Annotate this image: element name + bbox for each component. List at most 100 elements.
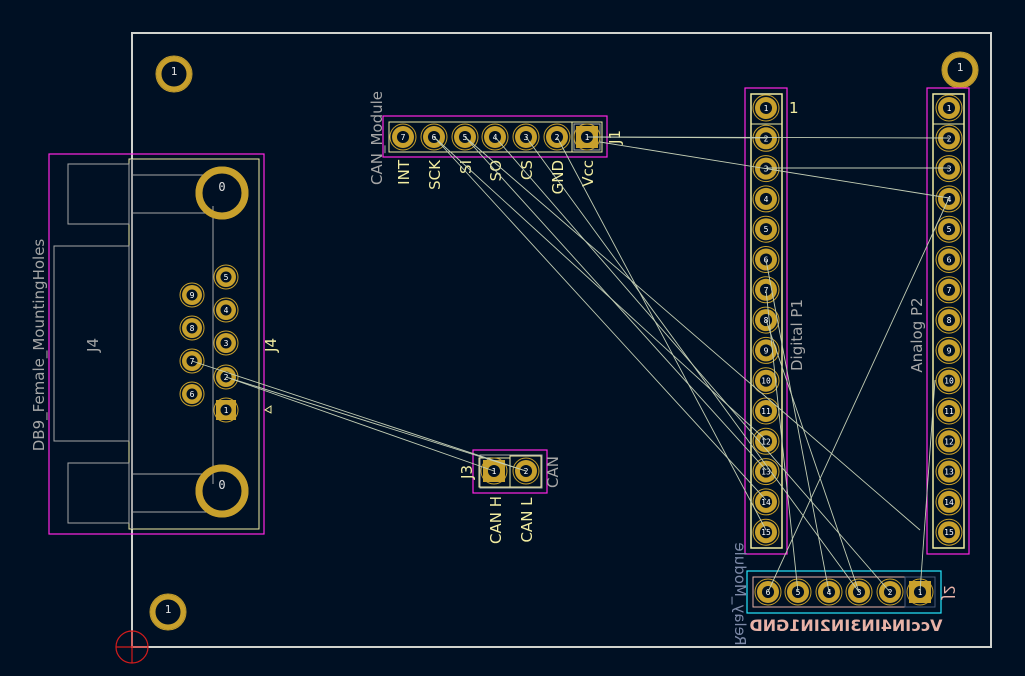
j4-pad-4-clearance <box>213 297 239 323</box>
j3-pad-1-clearance <box>480 457 508 485</box>
p1-pad-13[interactable]: 13 <box>752 458 780 486</box>
j4-pad-8-clearance <box>179 315 205 341</box>
p1-first-pin-label: 1 <box>789 99 799 117</box>
j3-silk-pin2 <box>509 455 542 488</box>
j4-pad-8-drill <box>186 322 198 334</box>
p2-pad-3-drill <box>942 162 956 175</box>
p1-pad-15[interactable]: 15 <box>752 518 780 546</box>
j2-value-label: Relay_Module <box>730 542 749 645</box>
j3-reference: J3 <box>458 465 476 480</box>
p2-pad-3-number: 3 <box>947 165 952 174</box>
j4-pad-6-number: 6 <box>190 390 195 399</box>
j1-pad-7[interactable]: 7 <box>389 123 417 151</box>
j4-pad-3[interactable]: 3 <box>213 330 239 356</box>
p1-pad-1-clearance <box>752 94 780 122</box>
j4-pad-8[interactable]: 8 <box>179 315 205 341</box>
ratsnest-line <box>599 141 950 199</box>
p2-pad-12[interactable]: 12 <box>935 427 963 455</box>
p2-pad-6-drill <box>942 253 956 266</box>
p2-courtyard <box>926 87 970 555</box>
j4-pad-5-clearance <box>213 264 239 290</box>
j2-pin1-fab <box>904 576 936 608</box>
p2-pad-5[interactable]: 5 <box>935 215 963 243</box>
p2-pad-11-number: 11 <box>944 407 954 416</box>
p1-pad-7[interactable]: 7 <box>752 276 780 304</box>
j4-shield-pad-1[interactable]: 0 <box>195 166 249 220</box>
j4-pin1-marker <box>264 405 272 414</box>
p2-pad-6[interactable]: 6 <box>935 246 963 273</box>
p2-pad-13[interactable]: 13 <box>935 458 963 486</box>
j4-pad-9-drill <box>186 289 198 301</box>
j2-reference: J2 <box>940 585 958 600</box>
p1-pad-1[interactable]: 1 <box>752 94 780 122</box>
j1-pin-label-sck: SCK <box>426 159 444 190</box>
mh-top-left: 1 <box>155 55 193 93</box>
j4-pad-5[interactable]: 5 <box>213 264 239 290</box>
p1-pad-12[interactable]: 12 <box>752 427 780 455</box>
p2-pad-12-drill <box>942 435 956 448</box>
p1-pad-5[interactable]: 5 <box>752 215 780 243</box>
p1-pad-14[interactable]: 14 <box>752 488 780 516</box>
p2-pad-11-clearance <box>935 397 963 425</box>
p1-pad-11[interactable]: 11 <box>752 397 780 425</box>
j4-pad-3-drill <box>220 337 232 349</box>
j3-pad-1-number: 1 <box>492 467 497 476</box>
p1-pad-8-clearance <box>752 306 780 334</box>
ratsnest-line <box>225 376 495 472</box>
ratsnest-line <box>765 289 799 593</box>
p2-pad-3[interactable]: 3 <box>935 155 963 183</box>
mh-top-left-label: 1 <box>171 65 178 78</box>
j4-pad-5-number: 5 <box>224 273 229 282</box>
j2-pad-3-number: 3 <box>857 588 862 597</box>
p2-pad-15[interactable]: 15 <box>935 518 963 546</box>
p1-pad-2[interactable]: 2 <box>752 124 780 152</box>
j4-pad-6-clearance <box>179 381 205 407</box>
p2-pad-1[interactable]: 1 <box>935 94 963 122</box>
p1-pad-10[interactable]: 10 <box>752 367 780 395</box>
p2-pad-14[interactable]: 14 <box>935 488 963 516</box>
p1-pad-5-number: 5 <box>764 225 769 234</box>
p1-pad-3-clearance <box>752 155 780 183</box>
p2-pad-7[interactable]: 7 <box>935 276 963 304</box>
p1-pad-11-drill <box>759 404 773 418</box>
p2-pad-11[interactable]: 11 <box>935 397 963 425</box>
p1-pad-9[interactable]: 9 <box>752 336 780 364</box>
p1-pad-7-clearance <box>752 276 780 304</box>
p1-pad-4[interactable]: 4 <box>752 185 780 213</box>
p2-pad-8[interactable]: 8 <box>935 306 963 334</box>
j4-pad-1[interactable]: 1 <box>213 397 239 423</box>
p2-pad-2-number: 2 <box>947 134 952 143</box>
p1-pad-1-drill <box>759 101 773 115</box>
j4-pad-6[interactable]: 6 <box>179 381 205 407</box>
j4-shield-pad-2[interactable]: 0 <box>195 464 249 518</box>
j2-pad-4-number: 4 <box>827 588 832 597</box>
p2-pad-10[interactable]: 10 <box>935 367 963 395</box>
ratsnest-line <box>464 136 921 531</box>
j1-pin-label-vcc: Vcc <box>579 160 597 187</box>
j2-pad-1-number: 1 <box>918 588 923 597</box>
p1-pad-14-drill <box>759 495 773 508</box>
j4-pad-4-drill <box>220 304 232 316</box>
p1-label: Digital P1 <box>788 299 806 371</box>
j2-pad-5-number: 5 <box>796 588 801 597</box>
j4-pad-9[interactable]: 9 <box>179 282 205 308</box>
j4-pad-1-drill <box>220 404 232 416</box>
p2-pad-2[interactable]: 2 <box>935 124 963 152</box>
p1-pad-6[interactable]: 6 <box>752 246 780 273</box>
p1-pad-9-number: 9 <box>764 346 769 355</box>
j3-pin-label-can-h: CAN H <box>487 496 505 544</box>
ratsnest-line <box>767 197 950 593</box>
p2-pad-14-number: 14 <box>944 498 954 507</box>
j4-pad-4[interactable]: 4 <box>213 297 239 323</box>
mh-top-right: 1 <box>941 51 979 89</box>
j3-pin-label-can-l: CAN L <box>518 497 536 543</box>
j4-pad-1-clearance <box>213 397 239 423</box>
j1-pad-4-clearance <box>481 123 509 151</box>
p2-pad-9[interactable]: 9 <box>935 336 963 364</box>
